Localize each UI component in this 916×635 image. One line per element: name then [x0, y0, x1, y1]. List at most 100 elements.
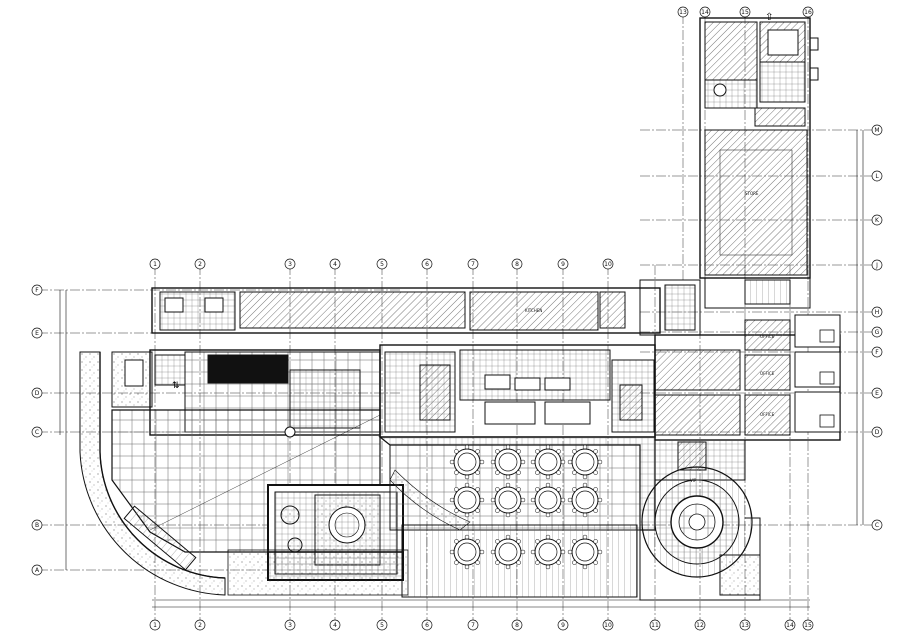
svg-text:C: C: [875, 522, 879, 529]
grid-bubble-left: A: [31, 564, 43, 576]
office-label-1: OFFICE: [760, 334, 775, 339]
grid-bubble-top: 1: [149, 258, 161, 270]
svg-text:H: H: [875, 309, 880, 316]
svg-text:8: 8: [515, 261, 519, 268]
office-label-3: OFFICE: [760, 412, 775, 417]
store-label: STORE: [745, 191, 759, 196]
svg-text:4: 4: [333, 261, 337, 268]
svg-text:5: 5: [380, 261, 384, 268]
round-table: [490, 534, 526, 570]
svg-text:1: 1: [153, 622, 157, 629]
grid-bubble-top: 8: [511, 258, 523, 270]
svg-text:F: F: [35, 287, 39, 294]
svg-text:14: 14: [786, 622, 794, 629]
round-table: [449, 534, 485, 570]
office-block: [654, 277, 841, 441]
round-table: [449, 444, 485, 480]
round-table: [490, 482, 526, 518]
svg-text:3: 3: [288, 622, 292, 629]
grid-bubble-bottom: 11: [649, 619, 661, 631]
round-table: [567, 482, 603, 518]
grid-bubble-bottom: 13: [739, 619, 751, 631]
grid-bubble-right: C: [871, 519, 883, 531]
grid-bubble-right: K: [871, 214, 883, 226]
grid-bubble-right: H: [871, 306, 883, 318]
left-lobby: [79, 349, 381, 596]
grid-bubble-bottom: 5: [376, 619, 388, 631]
grid-bubble-bottom: 1: [149, 619, 161, 631]
svg-text:5: 5: [380, 622, 384, 629]
grid-bubble-right: D: [871, 426, 883, 438]
svg-text:E: E: [875, 390, 879, 397]
grid-bubble-bottom: 9: [557, 619, 569, 631]
svg-text:M: M: [874, 127, 879, 134]
svg-text:1: 1: [153, 261, 157, 268]
grid-bubble-bottom: 10: [602, 619, 614, 631]
svg-text:3: 3: [288, 261, 292, 268]
grid-bubble-left: C: [31, 426, 43, 438]
round-table: [530, 444, 566, 480]
grid-bubble-top: 3: [284, 258, 296, 270]
svg-text:9: 9: [561, 261, 565, 268]
svg-text:J: J: [875, 262, 878, 269]
east-wing: [699, 17, 819, 279]
svg-text:15: 15: [804, 622, 812, 629]
svg-text:L: L: [875, 173, 879, 180]
kitchen-label: KITCHEN: [525, 308, 542, 313]
round-table: [449, 482, 485, 518]
svg-text:9: 9: [561, 622, 565, 629]
grid-bubble-wing: 13: [677, 6, 689, 18]
grid-bubble-top: 5: [376, 258, 388, 270]
svg-text:2: 2: [198, 261, 202, 268]
svg-text:7: 7: [471, 622, 475, 629]
grid-bubble-left: B: [31, 519, 43, 531]
grid-bubble-bottom: 6: [421, 619, 433, 631]
grid-bubble-right: L: [871, 170, 883, 182]
vip-rotunda: [639, 439, 761, 601]
round-table: [490, 444, 526, 480]
courtyard: [227, 484, 409, 596]
service-strip: [151, 279, 701, 336]
grid-bubble-bottom: 2: [194, 619, 206, 631]
office-label-2: OFFICE: [760, 371, 775, 376]
grid-bubble-right: M: [871, 124, 883, 136]
grid-bubble-top: 7: [467, 258, 479, 270]
svg-text:A: A: [35, 567, 40, 574]
svg-text:C: C: [35, 429, 39, 436]
central-area: [379, 344, 656, 438]
dining-hall: [378, 436, 656, 598]
grid-bubble-top: 10: [602, 258, 614, 270]
grid-bubble-bottom: 7: [467, 619, 479, 631]
grid-bubble-top: 9: [557, 258, 569, 270]
svg-text:12: 12: [696, 622, 704, 629]
svg-text:14: 14: [701, 9, 709, 16]
round-table: [530, 534, 566, 570]
svg-text:8: 8: [515, 622, 519, 629]
grid-bubble-wing: 16: [802, 6, 814, 18]
svg-text:G: G: [875, 329, 880, 336]
round-table: [530, 482, 566, 518]
grid-bubble-bottom: 15: [802, 619, 814, 631]
grid-bubble-bottom: 12: [694, 619, 706, 631]
stair-icon: ⇅: [172, 381, 180, 391]
grid-bubble-bottom: 3: [284, 619, 296, 631]
grid-bubble-right: E: [871, 387, 883, 399]
svg-text:15: 15: [741, 9, 749, 16]
grid-bubble-left: E: [31, 327, 43, 339]
svg-text:13: 13: [679, 9, 687, 16]
svg-text:4: 4: [333, 622, 337, 629]
grid-bubble-right: F: [871, 346, 883, 358]
round-table: [567, 444, 603, 480]
vip-label: VIP: [690, 478, 697, 483]
svg-text:6: 6: [425, 261, 429, 268]
svg-text:B: B: [35, 522, 39, 529]
wing-top-room: [704, 21, 758, 81]
svg-text:F: F: [875, 349, 879, 356]
grid-bubble-top: 2: [194, 258, 206, 270]
svg-text:2: 2: [198, 622, 202, 629]
round-tables: [449, 444, 603, 570]
grid-bubble-bottom: 14: [784, 619, 796, 631]
svg-text:10: 10: [604, 261, 612, 268]
north-arrow-icon: ⇧: [765, 12, 773, 23]
